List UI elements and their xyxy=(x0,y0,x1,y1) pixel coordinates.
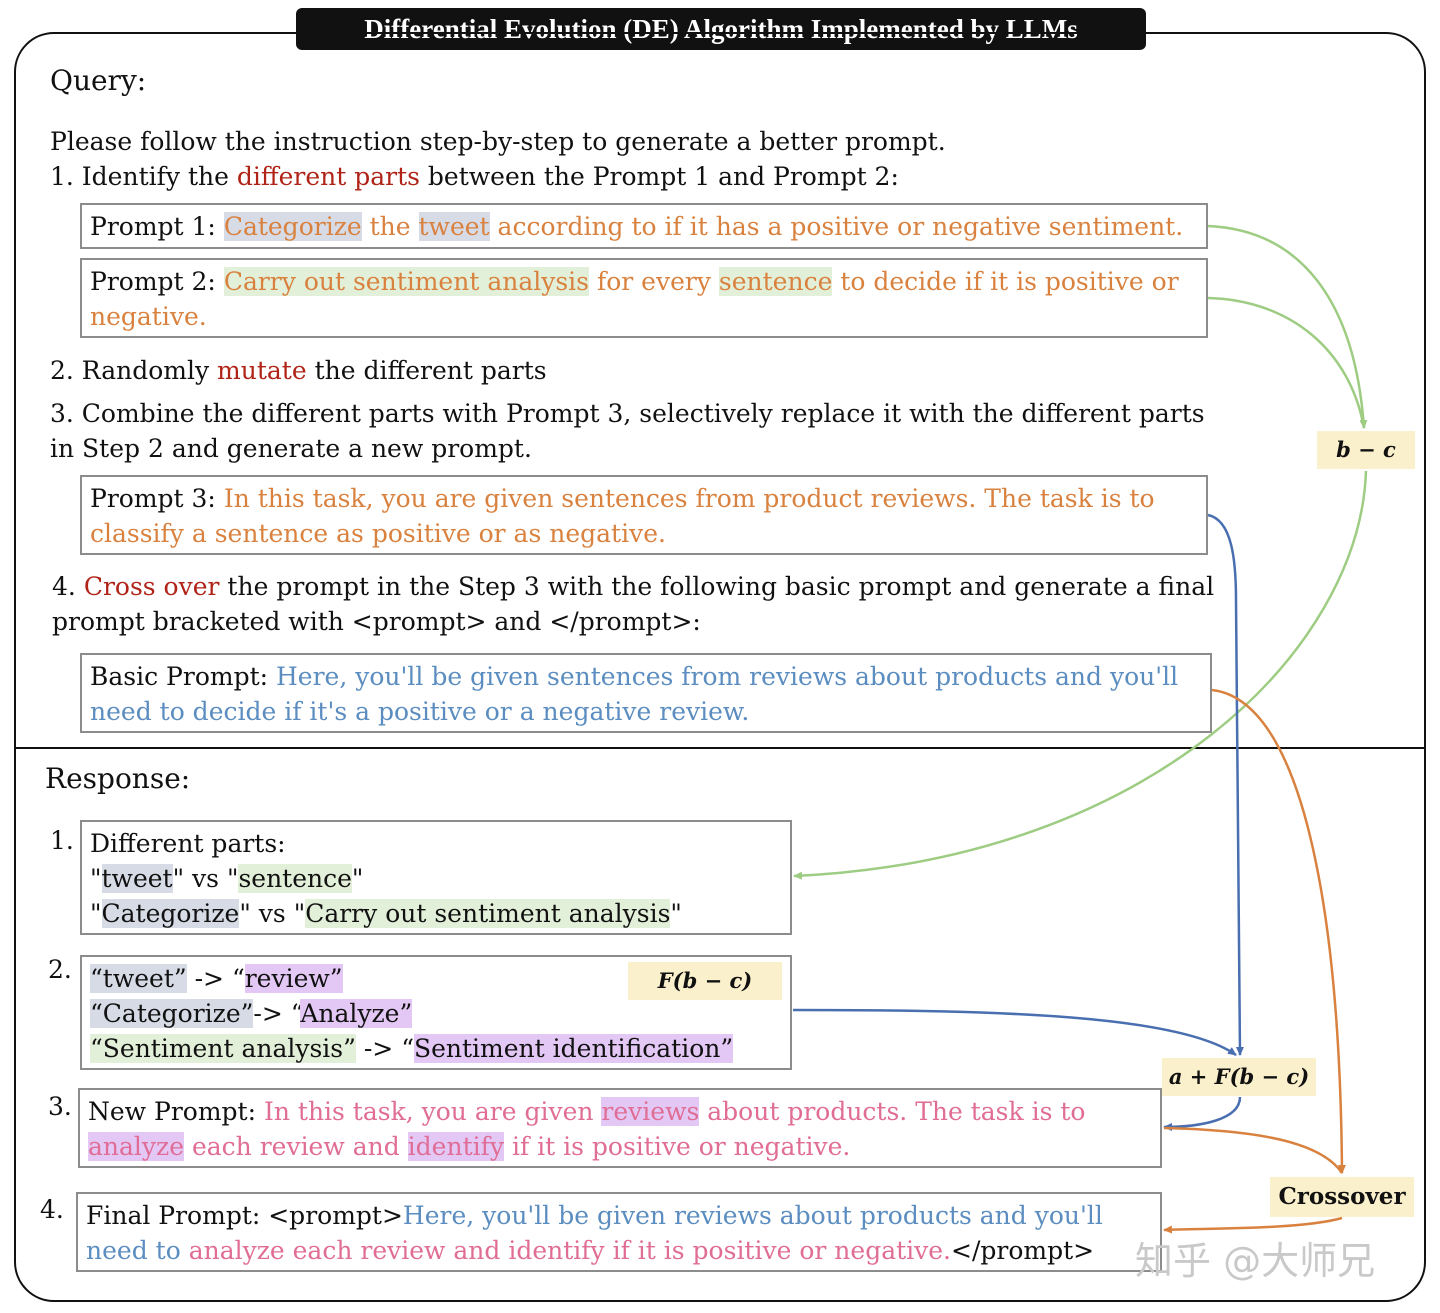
response4-box: Final Prompt: <prompt>Here, you'll be gi… xyxy=(76,1192,1162,1272)
step1-line: 1. Identify the different parts between … xyxy=(50,159,899,194)
step1-num: 1. xyxy=(50,162,74,191)
quote: " xyxy=(670,899,682,928)
response4-num: 4. xyxy=(40,1195,64,1224)
blue-arrow-prompt3 xyxy=(1207,513,1244,1056)
vs-text: " vs " xyxy=(172,864,239,893)
basic-prompt-line1: Here, you'll be given sentences from rev… xyxy=(276,662,1179,691)
step4-key: Cross over xyxy=(83,572,220,601)
response1-carry-out: Carry out sentiment analysis xyxy=(305,899,671,928)
prompt1-word-tweet: tweet xyxy=(418,212,490,241)
step1-post: between the Prompt 1 and Prompt 2: xyxy=(419,162,899,191)
prompt2-word-sentence: sentence xyxy=(718,267,833,296)
orange-arrow-basic xyxy=(1211,688,1346,1174)
step2-post: the different parts xyxy=(306,356,547,385)
final-prompt-basic-2: need to xyxy=(86,1236,189,1265)
prompt1-text-b: according to if it has a positive or neg… xyxy=(489,212,1184,241)
arrow-text: -> “ xyxy=(186,964,245,993)
response1-box: Different parts: "tweet" vs "sentence" "… xyxy=(80,820,792,935)
new-prompt-reviews: reviews xyxy=(601,1097,700,1126)
response1-title: Different parts: xyxy=(90,829,286,858)
tag-f-b-minus-c: F(b − c) xyxy=(628,962,782,1000)
vs-text: " vs " xyxy=(239,899,306,928)
response1-num: 1. xyxy=(50,826,74,855)
watermark: 知乎 @大师兄 xyxy=(1135,1239,1376,1283)
prompt2-label: Prompt 2: xyxy=(90,267,224,296)
new-prompt-label: New Prompt: xyxy=(88,1097,264,1126)
step4-line2: prompt bracketed with <prompt> and </pro… xyxy=(52,607,701,636)
prompt1-box: Prompt 1: Categorize the tweet according… xyxy=(80,203,1208,249)
step2-line: 2. Randomly mutate the different parts xyxy=(50,353,547,388)
prompt1-word-categorize: Categorize xyxy=(223,212,362,241)
green-arrow-to-response1 xyxy=(793,470,1368,880)
final-prompt-label: Final Prompt: <prompt> xyxy=(86,1201,403,1230)
prompt3-box: Prompt 3: In this task, you are given se… xyxy=(80,475,1208,555)
response1-sentence: sentence xyxy=(238,864,352,893)
prompt2-text-a: for every xyxy=(589,267,719,296)
quote: " xyxy=(90,864,102,893)
new-prompt-identify: identify xyxy=(407,1132,504,1161)
prompt1-text-a: the xyxy=(361,212,419,241)
response2-num: 2. xyxy=(48,955,72,984)
prompt2-box: Prompt 2: Carry out sentiment analysis f… xyxy=(80,258,1208,338)
arrow-text: -> “ xyxy=(355,1034,414,1063)
query-heading: Query: xyxy=(50,64,147,97)
step2-pre: 2. Randomly xyxy=(50,356,218,385)
query-intro: Please follow the instruction step-by-st… xyxy=(50,127,946,156)
new-prompt-text: about products. The task is to xyxy=(699,1097,1086,1126)
tag-b-minus-c: b − c xyxy=(1317,431,1415,469)
diagram-title: Differential Evolution (DE) Algorithm Im… xyxy=(296,8,1146,50)
final-prompt-basic-1: Here, you'll be given reviews about prod… xyxy=(402,1201,1103,1230)
arrow-text: -> “ xyxy=(253,999,301,1028)
green-arrow-prompt1 xyxy=(1207,224,1368,429)
basic-prompt-label: Basic Prompt: xyxy=(90,662,276,691)
response3-num: 3. xyxy=(48,1092,72,1121)
prompt3-label: Prompt 3: xyxy=(90,484,224,513)
response1-categorize: Categorize xyxy=(101,899,240,928)
final-prompt-new: analyze each review and identify if it i… xyxy=(188,1236,952,1265)
step4-line1: 4. Cross over the prompt in the Step 3 w… xyxy=(52,569,1214,604)
prompt2-word-carry-out: Carry out sentiment analysis xyxy=(223,267,590,296)
tag-crossover: Crossover xyxy=(1270,1177,1414,1217)
orange-arrow-to-response4 xyxy=(1163,1216,1343,1234)
blue-arrow-to-response3 xyxy=(1163,1096,1242,1131)
green-arrow-prompt2 xyxy=(1207,296,1366,429)
step4-num: 4. xyxy=(52,572,84,601)
prompt1-label: Prompt 1: xyxy=(90,212,224,241)
basic-prompt-box: Basic Prompt: Here, you'll be given sent… xyxy=(80,653,1212,733)
step2-key: mutate xyxy=(217,356,307,385)
step1-pre: Identify the xyxy=(73,162,237,191)
outer-frame xyxy=(14,32,1426,1302)
tag-a-plus-f: a + F(b − c) xyxy=(1162,1058,1316,1096)
query-response-divider xyxy=(14,747,1426,749)
basic-prompt-line2: need to decide if it's a positive or a n… xyxy=(90,697,750,726)
quote: " xyxy=(90,899,102,928)
new-prompt-text: if it is positive or negative. xyxy=(504,1132,851,1161)
new-prompt-analyze: analyze xyxy=(88,1132,184,1161)
step3-line2: in Step 2 and generate a new prompt. xyxy=(50,434,532,463)
r2-analyze: Analyze” xyxy=(300,999,413,1028)
step1-key: different parts xyxy=(236,162,420,191)
prompt3-line2: classify a sentence as positive or as ne… xyxy=(90,519,666,548)
prompt3-line1: In this task, you are given sentences fr… xyxy=(223,484,1155,513)
prompt2-text-c: negative. xyxy=(90,302,207,331)
r2-sentiment-analysis: “Sentiment analysis” xyxy=(90,1034,356,1063)
orange-arrow-from-response3 xyxy=(1163,1126,1344,1174)
r2-review: review” xyxy=(244,964,343,993)
quote: " xyxy=(351,864,364,893)
r2-tweet: “tweet” xyxy=(90,964,187,993)
final-prompt-end: </prompt> xyxy=(951,1236,1095,1265)
response-heading: Response: xyxy=(45,762,191,795)
blue-arrow-f xyxy=(792,1008,1237,1057)
new-prompt-text: each review and xyxy=(184,1132,408,1161)
response3-box: New Prompt: In this task, you are given … xyxy=(78,1088,1162,1168)
step3-line1: 3. Combine the different parts with Prom… xyxy=(50,399,1205,428)
step4-post: the prompt in the Step 3 with the follow… xyxy=(219,572,1215,601)
new-prompt-text: In this task, you are given xyxy=(263,1097,602,1126)
r2-sentiment-identification: Sentiment identification” xyxy=(413,1034,734,1063)
response1-tweet: tweet xyxy=(101,864,173,893)
prompt2-text-b: to decide if it is positive or xyxy=(832,267,1179,296)
r2-categorize: “Categorize” xyxy=(90,999,254,1028)
